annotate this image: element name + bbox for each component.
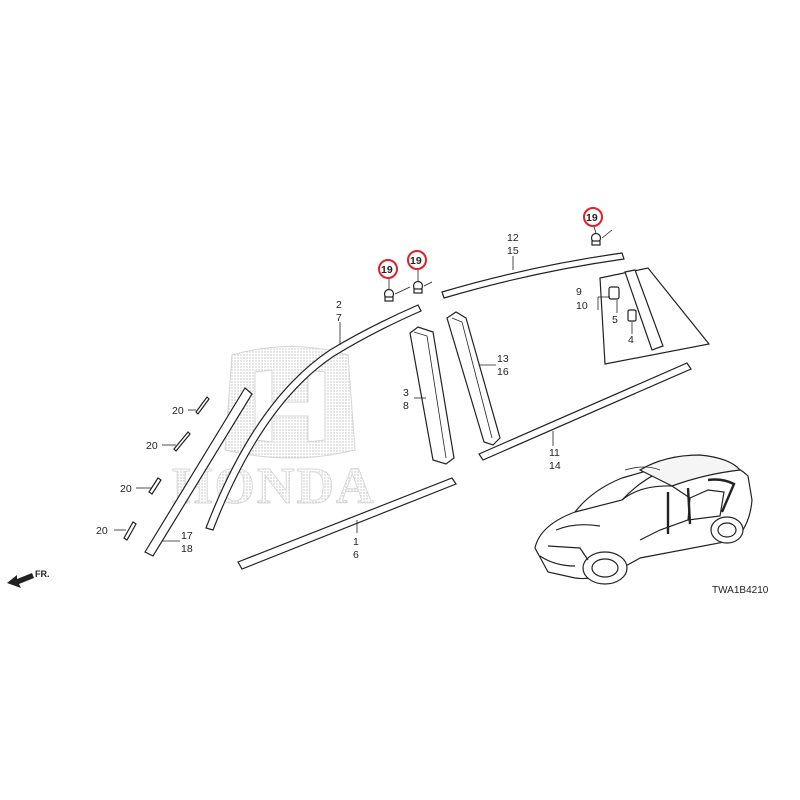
callout-19-c[interactable]: 19 [583,207,603,227]
part-19-screw-c[interactable] [590,232,602,246]
callout-5: 5 [612,314,618,326]
callout-20c: 20 [120,483,132,495]
highlight-ring [583,207,603,227]
arrow-left-icon [7,573,34,588]
part-13-16-rear-pillar-garnish[interactable] [446,311,501,446]
callout-3: 3 [403,387,409,399]
h-emblem-letter [254,369,326,443]
part-20-clips[interactable] [123,396,210,541]
part-11-14-rear-lower-trim[interactable] [478,362,692,461]
diagram-code: TWA1B4210 [712,585,769,596]
callout-19-a[interactable]: 19 [378,259,398,279]
callout-1: 1 [353,536,359,548]
callout-13: 13 [497,353,509,365]
callout-20d: 20 [96,525,108,537]
callout-17: 17 [181,530,193,542]
callout-18: 18 [181,543,193,555]
svg-text:19: 19 [381,264,393,276]
svg-text:19: 19 [586,212,598,224]
callout-2: 2 [336,299,342,311]
callout-15: 15 [507,245,519,257]
front-label: FR. [35,569,50,579]
callout-9: 9 [576,286,582,298]
car-locator-illustration [534,454,753,585]
part-3-8-door-pillar-garnish[interactable] [409,326,455,465]
honda-logo-watermark: HONDA [172,346,374,516]
callout-19-b[interactable]: 19 [407,250,427,270]
part-4-5-fastener[interactable] [627,309,637,322]
callout-11: 11 [549,447,560,459]
svg-text:19: 19 [410,255,422,267]
callout-10: 10 [576,300,588,312]
part-9-10-clip[interactable] [608,286,620,300]
callout-6: 6 [353,549,359,561]
callout-20b: 20 [146,440,158,452]
part-12-15-rear-roof-molding[interactable] [441,252,625,299]
part-2-7-roof-molding[interactable] [205,304,422,531]
callout-7: 7 [336,312,342,324]
highlight-ring [378,259,398,279]
front-direction-indicator: FR. [7,569,50,588]
callout-16: 16 [497,366,509,378]
callout-14: 14 [549,460,561,472]
part-17-18-front-pillar-strip[interactable] [144,387,253,557]
callout-8: 8 [403,400,409,412]
callout-12: 12 [507,232,519,244]
rear-quarter-window-assembly[interactable] [599,267,711,365]
callout-20a: 20 [172,405,184,417]
highlight-ring [407,250,427,270]
part-19-screw-b[interactable] [412,280,424,294]
part-19-screw-a[interactable] [383,288,395,302]
part-1-6-lower-trim[interactable] [237,477,457,570]
callout-4: 4 [628,334,634,346]
